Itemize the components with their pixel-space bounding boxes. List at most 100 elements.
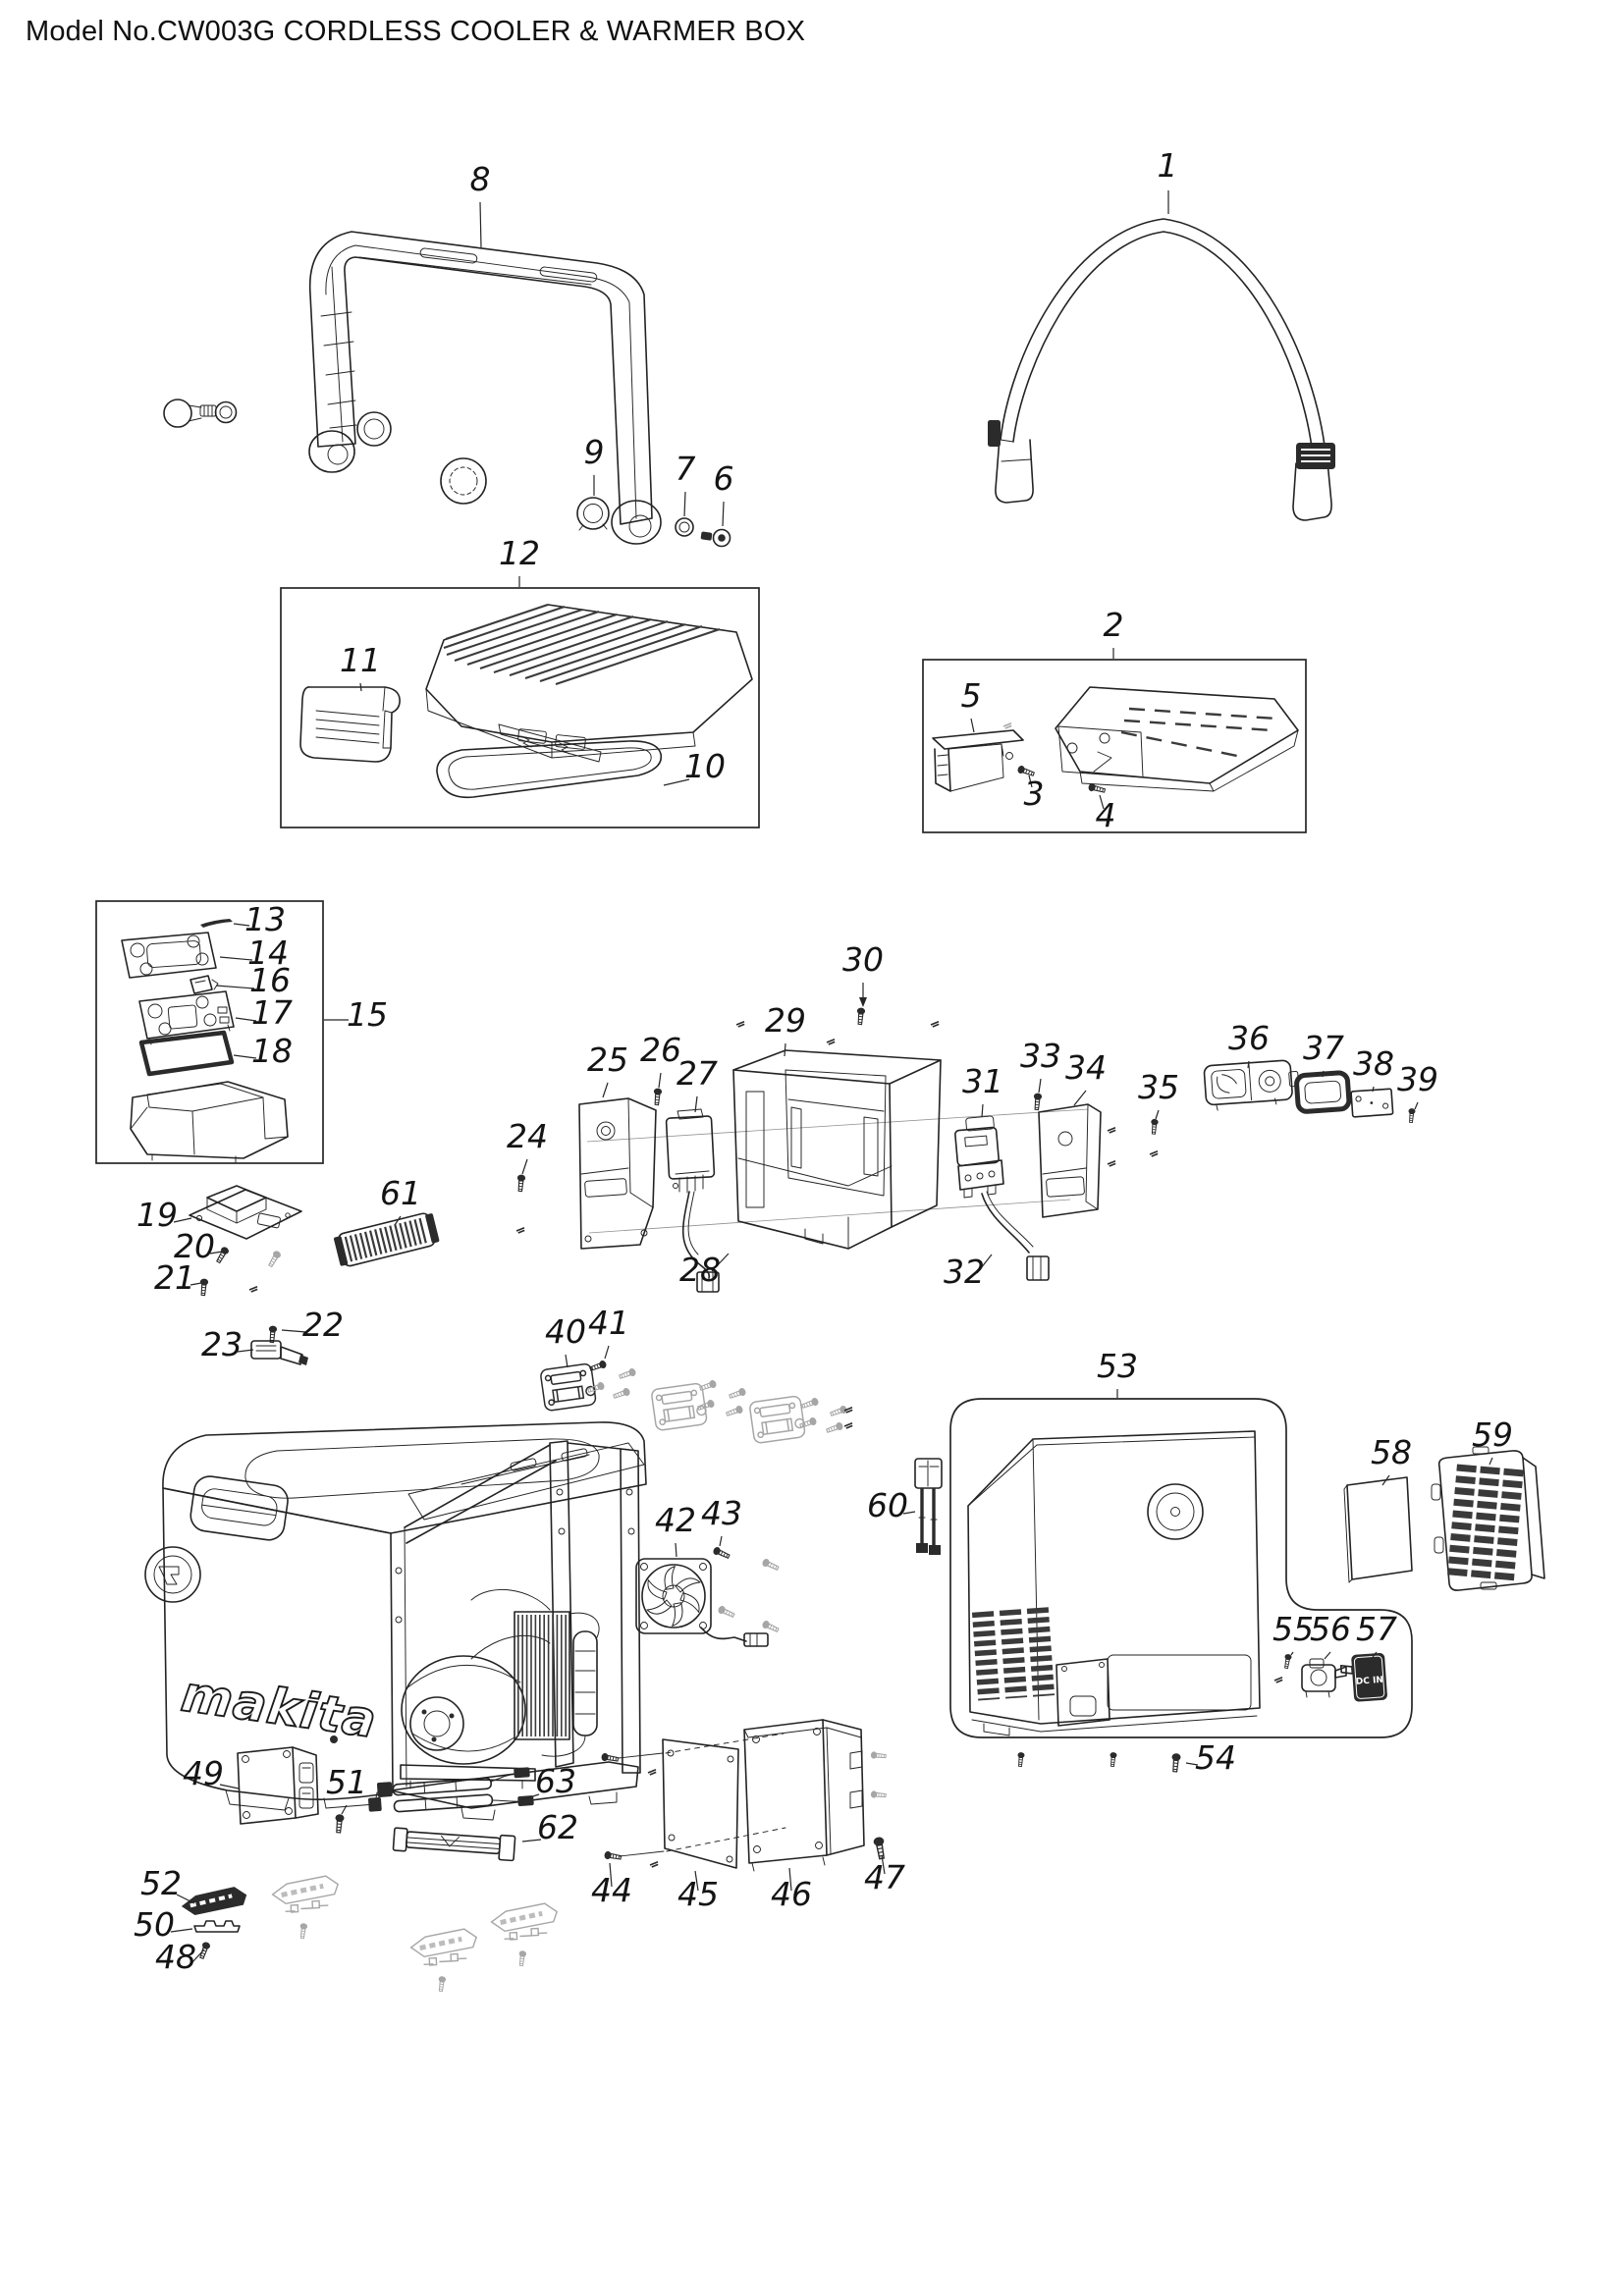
- lid-assembly-group-box: [280, 587, 760, 828]
- svg-text:30: 30: [842, 940, 884, 979]
- grille-part-59: [1431, 1446, 1545, 1591]
- brand-logo: makita: [178, 1665, 380, 1748]
- screw-part-21: [198, 1277, 209, 1297]
- wire-harness-part-32: [981, 1193, 1030, 1254]
- svg-text:10: 10: [684, 747, 726, 785]
- part-label-3: 3: [1024, 774, 1045, 813]
- switch-part-16: [189, 975, 219, 994]
- part-label-40: 40: [545, 1312, 586, 1368]
- part-label-43: 43: [701, 1494, 742, 1547]
- strap-buckle-left: [988, 420, 1001, 447]
- connector-part-56: [1301, 1658, 1347, 1698]
- screw-part-30: [855, 1006, 866, 1026]
- svg-text:28: 28: [679, 1251, 721, 1289]
- bolt-pair-part-60: [914, 1458, 943, 1555]
- svg-text:20: 20: [174, 1227, 215, 1265]
- part-label-14: 14: [219, 934, 289, 972]
- svg-text:5: 5: [961, 676, 982, 715]
- part-label-8: 8: [470, 160, 491, 248]
- screw-part-35: [1149, 1118, 1160, 1135]
- part-label-20: 20: [174, 1227, 223, 1265]
- part-label-25: 25: [587, 1041, 628, 1098]
- shoulder-strap-part: [988, 218, 1335, 521]
- part-label-56: 56: [1310, 1610, 1351, 1660]
- part-label-44: 44: [591, 1862, 632, 1909]
- part-label-21: 21: [154, 1258, 202, 1297]
- panel-sheet-part-14: [121, 932, 217, 979]
- svg-text:59: 59: [1472, 1415, 1513, 1454]
- part-label-31: 31: [962, 1062, 1003, 1118]
- part-label-18: 18: [233, 1032, 293, 1070]
- svg-text:8: 8: [470, 160, 491, 198]
- wire-connector-28: [696, 1271, 720, 1293]
- connector-parts: [1107, 1059, 1417, 1167]
- part-label-45: 45: [677, 1870, 719, 1913]
- part-label-7: 7: [676, 450, 696, 517]
- part-label-41: 41: [588, 1304, 629, 1360]
- svg-text:16: 16: [249, 961, 291, 999]
- svg-text:13: 13: [244, 900, 286, 938]
- svg-text:36: 36: [1228, 1019, 1270, 1057]
- part-label-55: 55: [1272, 1610, 1314, 1656]
- control-panel-stack: [121, 919, 289, 1163]
- part-label-11: 11: [340, 641, 381, 692]
- screw-part-44: [603, 1849, 623, 1862]
- part-label-16: 16: [215, 961, 291, 999]
- svg-text:44: 44: [591, 1871, 632, 1909]
- gasket-part-37: [1294, 1070, 1352, 1114]
- svg-text:33: 33: [1020, 1037, 1061, 1075]
- lid-gasket-part-10: [436, 740, 663, 799]
- bottom-parts: [237, 1719, 889, 1872]
- svg-text:3: 3: [1024, 774, 1045, 813]
- compressor: [400, 1655, 536, 1789]
- condenser: [514, 1611, 570, 1740]
- svg-text:18: 18: [251, 1032, 293, 1070]
- part-label-1: 1: [1158, 146, 1178, 214]
- part-label-35: 35: [1138, 1068, 1179, 1120]
- duct-part-61: [334, 1212, 440, 1267]
- socket-housing-part-36: [1203, 1059, 1299, 1111]
- part-label-23: 23: [201, 1325, 254, 1363]
- center-assembly: [515, 1006, 1102, 1293]
- svg-text:48: 48: [155, 1938, 196, 1976]
- svg-text:21: 21: [154, 1258, 195, 1297]
- dc-in-label: DC IN: [1356, 1676, 1384, 1687]
- svg-text:25: 25: [587, 1041, 628, 1079]
- svg-text:46: 46: [771, 1875, 812, 1913]
- screw-part-55: [1282, 1653, 1293, 1670]
- part-label-34: 34: [1065, 1048, 1107, 1106]
- foot-bracket-part-50: [193, 1920, 241, 1933]
- enclosure-part-46: [743, 1719, 865, 1872]
- fan-group: [635, 1545, 781, 1647]
- svg-text:52: 52: [140, 1864, 182, 1902]
- part-label-12: 12: [499, 534, 540, 587]
- terminal-part-31: [954, 1115, 1004, 1199]
- handle-hardware-left: [163, 399, 487, 505]
- svg-text:43: 43: [701, 1494, 742, 1532]
- svg-text:19: 19: [136, 1196, 178, 1234]
- handle-recess: [189, 1475, 289, 1541]
- svg-text:31: 31: [962, 1062, 1003, 1100]
- handle-hardware-right: [576, 497, 731, 548]
- svg-text:39: 39: [1397, 1060, 1438, 1098]
- bracket-part-25: [578, 1097, 657, 1250]
- wire-connector-32: [1026, 1255, 1050, 1281]
- side-cover-part-53: [967, 1430, 1261, 1736]
- svg-text:6: 6: [714, 459, 734, 498]
- part-label-5: 5: [961, 676, 982, 733]
- plate-part-45: [662, 1738, 739, 1869]
- battery-box-part-29: [732, 1049, 942, 1250]
- svg-text:23: 23: [201, 1325, 243, 1363]
- screw-part-54: [1169, 1752, 1182, 1773]
- svg-text:34: 34: [1065, 1048, 1107, 1087]
- foot-pad-part-52: [181, 1887, 247, 1916]
- latch-part-5: [932, 729, 1024, 792]
- carry-handle-part: [308, 231, 662, 545]
- svg-text:58: 58: [1371, 1433, 1412, 1471]
- svg-text:9: 9: [584, 433, 605, 471]
- part-label-33: 33: [1020, 1037, 1061, 1094]
- part-label-46: 46: [771, 1867, 812, 1913]
- screw-part-43: [711, 1545, 731, 1561]
- svg-text:27: 27: [677, 1054, 718, 1093]
